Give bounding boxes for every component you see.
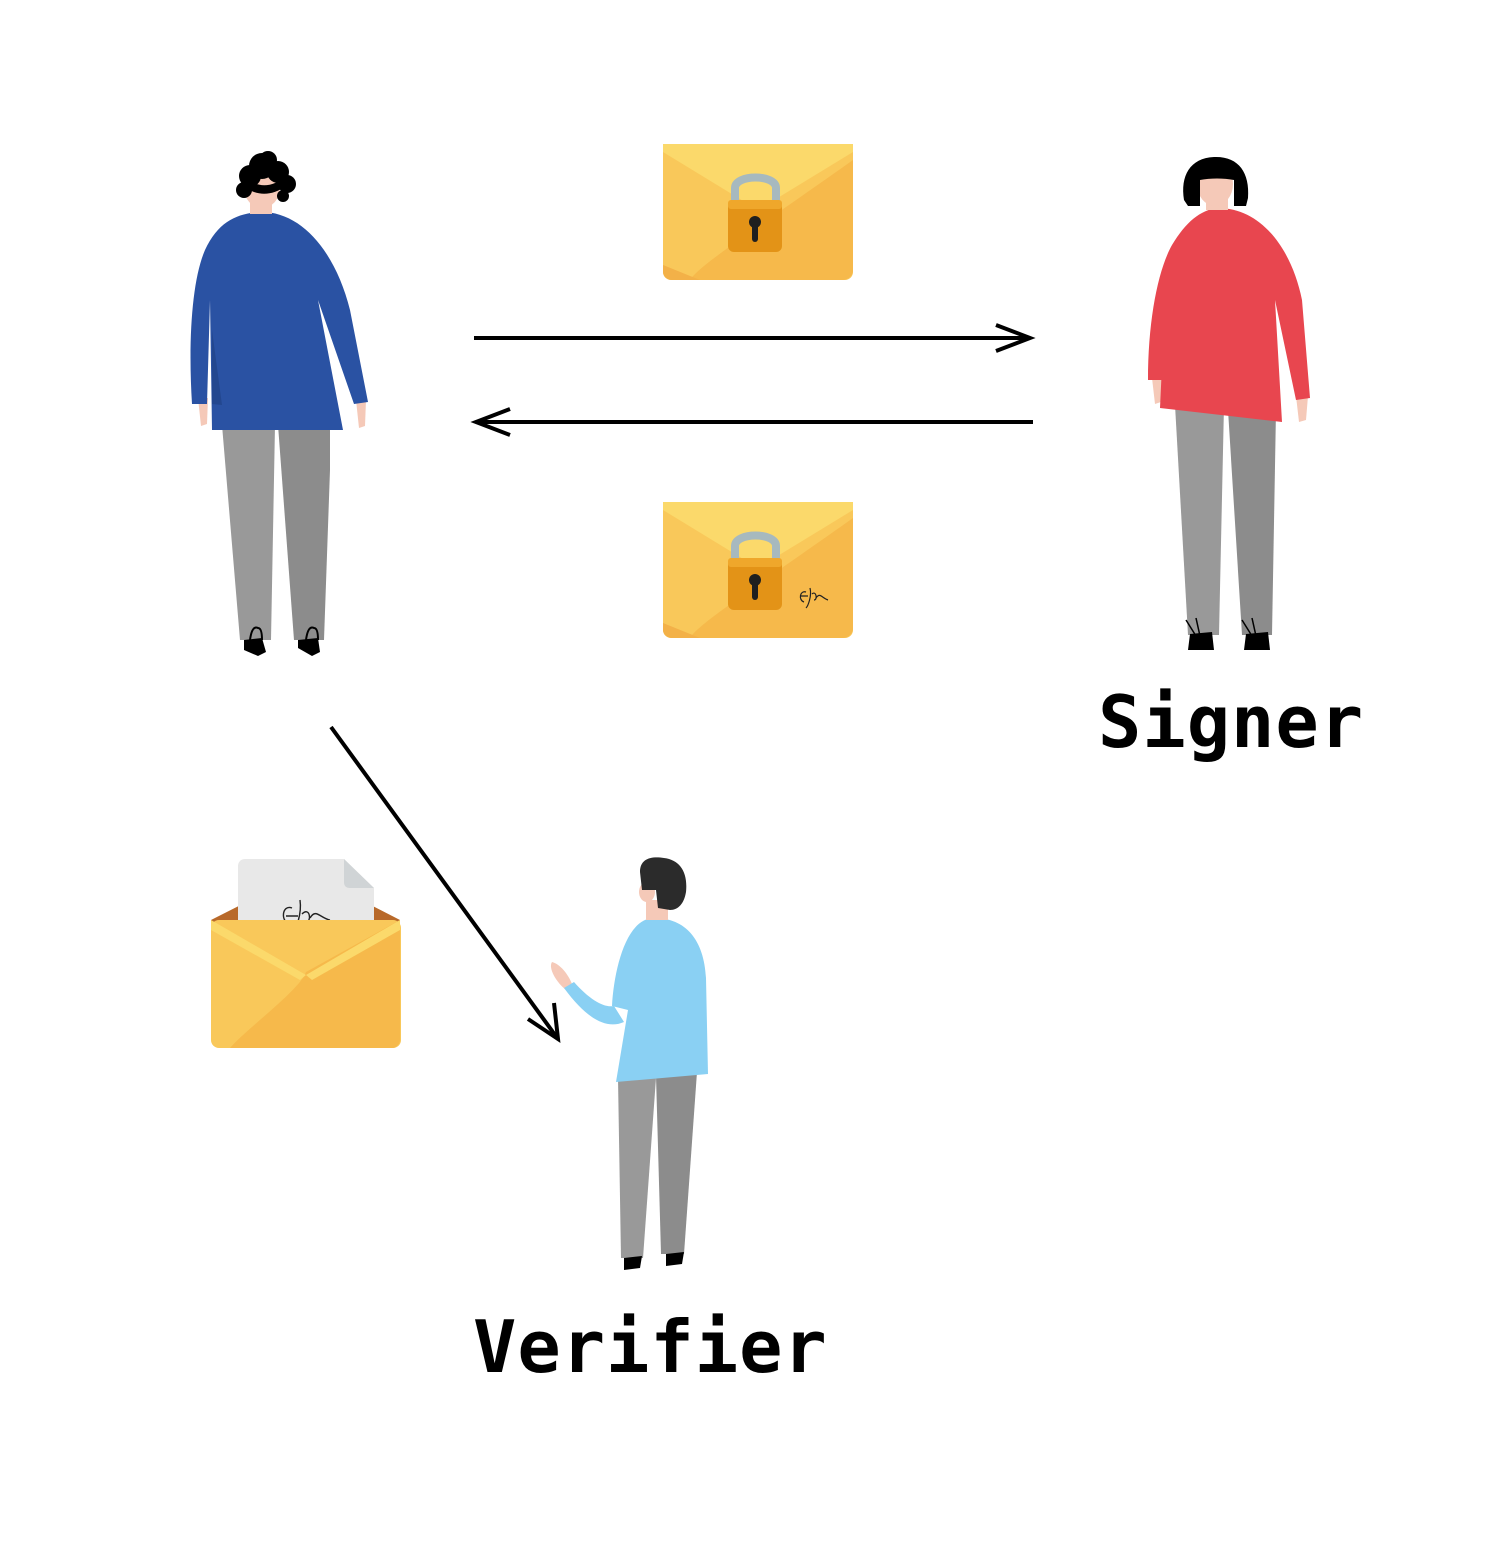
verifier-left-leg xyxy=(618,1078,656,1258)
verifier-right-shoe xyxy=(666,1252,684,1266)
verifier-person xyxy=(550,857,708,1270)
requester-person xyxy=(190,151,368,656)
signer-left-shoe xyxy=(1188,632,1214,650)
requester-hair xyxy=(236,151,296,202)
signer-left-leg xyxy=(1175,405,1224,635)
requester-left-hand xyxy=(198,398,208,426)
verifier-left-shoe xyxy=(624,1256,642,1270)
signer-right-leg xyxy=(1228,410,1276,635)
locked-envelope-icon xyxy=(663,144,853,280)
signer-left-hand xyxy=(1152,378,1162,404)
requester-right-hand xyxy=(356,400,366,428)
requester-right-leg xyxy=(278,425,330,640)
arrow-to-signer xyxy=(474,323,1036,353)
lock-shackle xyxy=(731,173,780,205)
requester-left-leg xyxy=(222,425,275,640)
signer-label: Signer xyxy=(1098,680,1365,764)
requester-sweater xyxy=(190,211,368,430)
signer-person xyxy=(1148,156,1310,650)
open-envelope-signed-document-icon xyxy=(211,859,401,1048)
signer-right-shoe xyxy=(1244,632,1270,650)
arrow-to-verifier xyxy=(329,725,561,1044)
verifier-hand xyxy=(550,962,572,990)
requester-right-shoe xyxy=(298,638,320,656)
signer-sweater xyxy=(1148,208,1310,422)
verifier-arm xyxy=(564,982,624,1025)
signer-hair xyxy=(1183,156,1249,206)
verifier-label: Verifier xyxy=(473,1305,828,1389)
locked-signed-envelope-icon xyxy=(663,502,853,638)
verifier-sweater xyxy=(612,918,708,1082)
signature-mark xyxy=(799,587,829,609)
requester-left-shoe xyxy=(244,638,266,656)
signer-right-hand xyxy=(1296,396,1308,422)
arrow-from-signer xyxy=(470,407,1033,437)
verifier-right-leg xyxy=(656,1072,697,1254)
verifier-hair xyxy=(640,857,687,910)
